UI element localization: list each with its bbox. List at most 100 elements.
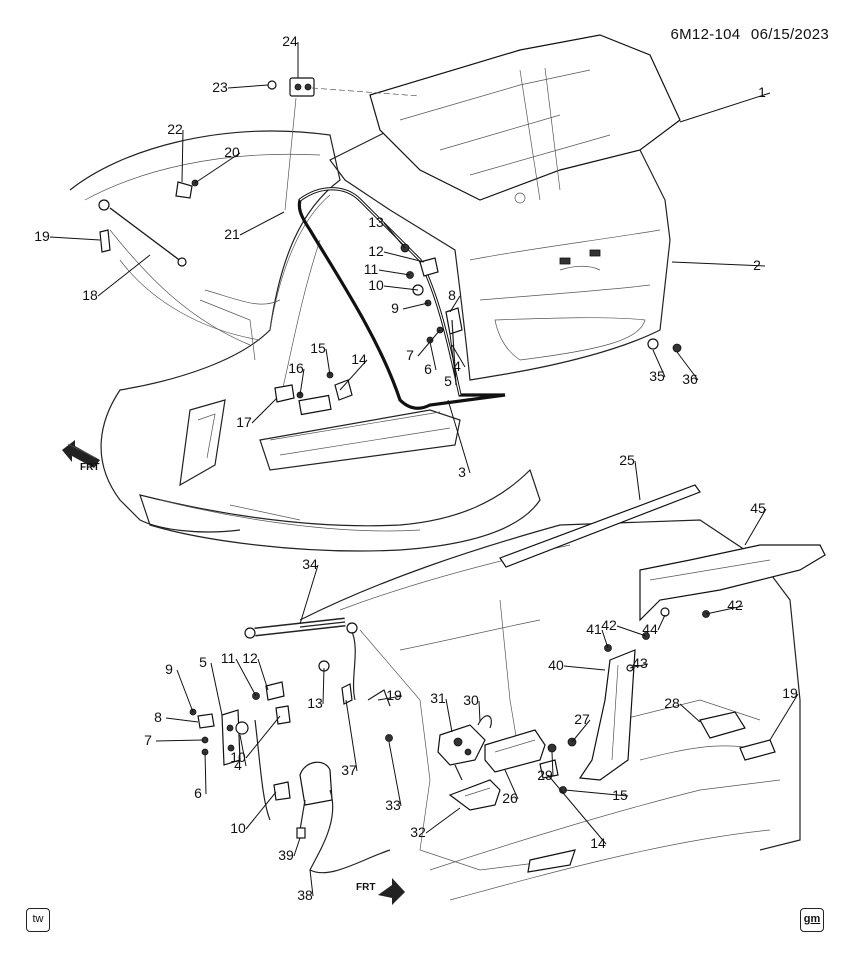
callout-label: 40 [548,657,564,673]
callout-leader-line [634,460,641,501]
callout-label: 4 [453,358,461,374]
callout-leader-line [388,741,402,807]
callout-label: 29 [537,767,553,783]
callout-leader-line [181,129,184,183]
callout-label: 6 [194,785,202,801]
callout-label: 10 [368,277,384,293]
callout-label: 33 [385,797,401,813]
callout-label: 14 [590,835,606,851]
callout-leader-line [378,269,411,276]
callout-leader-line [563,665,606,671]
callout-leader-line [616,625,647,637]
tw-badge-icon: tw [26,908,50,932]
callout-leader-line [504,769,519,800]
callout-leader-line [671,261,766,267]
callout-label: 44 [642,621,658,637]
callout-label: 15 [612,787,628,803]
callout-leader-line [478,700,481,723]
control-module-28 [699,711,746,739]
liftgate-handle-switch [484,729,546,773]
callout-label: 7 [144,732,152,748]
callout-leader-line [652,349,666,378]
callout-label: 30 [463,692,479,708]
callout-leader-line [293,837,301,857]
callout-label: 22 [167,121,183,137]
callout-leader-line [601,629,609,649]
front-direction-arrow-upper: FRT [62,440,100,473]
frt-label-lower: FRT [356,882,375,893]
liftgate-strut-upper [98,179,199,267]
callout-label: 21 [224,226,240,242]
clip-37 [341,683,353,705]
callout-leader-line [657,614,666,631]
callout-leader-line [325,348,331,376]
callout-leader-line [299,564,319,625]
callout-label: 39 [278,847,294,863]
callout-leader-line [769,693,799,741]
callout-label: 19 [34,228,50,244]
callout-leader-line [417,329,441,357]
callout-label: 5 [199,654,207,670]
callout-label: 23 [212,79,228,95]
liftgate-hinge-group [267,77,421,211]
callout-leader-line [97,254,151,297]
clip-12 [265,681,285,701]
diagram-date: 06/15/2023 [750,26,829,43]
callout-leader-line [235,658,257,697]
callout-label: 10 [230,820,246,836]
callout-leader-line [449,295,461,313]
front-direction-arrow-lower: FRT [356,878,405,905]
callout-leader-line [227,84,269,89]
callout-label: 11 [221,650,236,666]
callout-label: 31 [430,690,446,706]
diagram-code: 6M12-104 [670,26,741,43]
callout-label: 7 [406,347,414,363]
callout-leader-line [447,399,471,474]
rear-pillar-trim-upper [639,544,826,622]
callout-label: 13 [368,214,384,230]
callout-leader-line [705,605,744,615]
callout-leader-line [239,734,247,767]
callout-label: 9 [391,300,399,316]
callout-leader-line [251,397,278,424]
liftgate-weatherstrip [297,187,506,410]
callout-leader-line [257,658,269,691]
callout-label: 5 [444,373,452,389]
callout-leader-line [155,739,204,742]
callout-label: 16 [288,360,304,376]
callout-leader-line [629,663,649,669]
clip-44 [660,607,670,617]
callout-leader-line [451,344,466,368]
fastener-33 [385,734,393,742]
callout-leader-line [429,341,437,371]
stop-bumper-lower [273,781,291,801]
callout-label: 36 [682,371,698,387]
connector-19-right [739,739,776,761]
liftgate-window-glass [369,34,681,204]
fastener-36 [672,343,682,353]
roof-rail-trim [499,484,701,568]
callout-leader-line [679,92,771,123]
callout-leader-line [322,667,325,705]
gm-logo-icon: gm [800,908,824,932]
callout-leader-line [571,719,591,743]
callout-leader-line [339,359,368,391]
callout-leader-line [383,251,425,263]
callout-leader-line [210,662,223,716]
callout-label: 8 [448,287,456,303]
callout-label: 1 [758,84,766,100]
stop-bumper-upper [275,705,291,725]
callout-label: 13 [307,695,323,711]
callout-label: 38 [297,887,313,903]
fastener-29 [547,743,557,753]
callout-leader-line [345,699,358,772]
callout-leader-line [547,774,607,845]
callout-label: 8 [154,709,162,725]
callout-label: 25 [619,452,635,468]
diagram-header: 6M12-104 06/15/2023 [665,26,830,43]
callout-label: 12 [242,650,258,666]
callout-label: 19 [782,685,798,701]
callout-label: 42 [601,617,617,633]
callout-label: 17 [236,414,252,430]
